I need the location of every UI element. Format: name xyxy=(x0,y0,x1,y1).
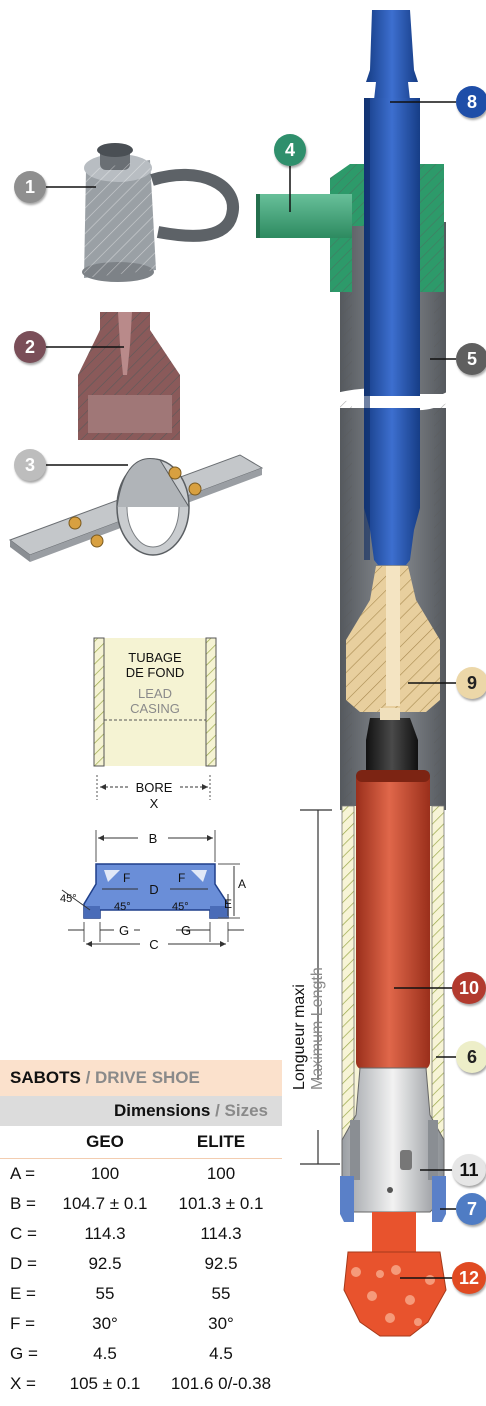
table-title-fr: SABOTS xyxy=(10,1068,81,1087)
geo-value: 4.5 xyxy=(93,1344,117,1363)
table-row: C = 114.3 114.3 xyxy=(0,1219,282,1249)
table-row: A = 100 100 xyxy=(0,1159,282,1189)
elite-value: 92.5 xyxy=(204,1254,238,1273)
sub-adapter xyxy=(346,566,440,712)
callout-3: 3 xyxy=(14,449,46,481)
table-header-row: GEO ELITE xyxy=(0,1126,282,1159)
dim-g-left-label: G xyxy=(119,923,129,938)
geo-value: 55 xyxy=(95,1284,115,1303)
dim-g-right-label: G xyxy=(181,923,191,938)
table-row: F = 30° 30° xyxy=(0,1309,282,1339)
callout-6: 6 xyxy=(456,1041,486,1073)
callout-12: 12 xyxy=(452,1262,486,1294)
dth-hammer xyxy=(356,770,430,1070)
length-label-fr: Longueur maxi xyxy=(291,984,308,1090)
drill-bit xyxy=(343,1212,447,1337)
casing-label-fr-line1: TUBAGE xyxy=(128,650,182,665)
table-row: D = 92.5 92.5 xyxy=(0,1249,282,1279)
callout-8: 8 xyxy=(456,86,486,118)
leader-lines xyxy=(289,101,456,1279)
casing-clamp-image xyxy=(8,454,264,562)
nozzle-section xyxy=(46,312,180,440)
max-length-dimension xyxy=(300,809,340,1165)
geo-value: 104.7 ± 0.1 xyxy=(62,1194,148,1213)
dim-f-right-label: F xyxy=(178,871,185,885)
row-label: C = xyxy=(10,1224,37,1243)
elite-value: 30° xyxy=(208,1314,234,1333)
bit-chuck xyxy=(341,1067,445,1213)
row-label: D = xyxy=(10,1254,37,1273)
elite-value: 101.6 0/-0.38 xyxy=(170,1374,272,1393)
casing-label-en-line2: CASING xyxy=(130,701,180,716)
angle-outer-label: 45° xyxy=(60,893,77,905)
table-row: B = 104.7 ± 0.1 101.3 ± 0.1 xyxy=(0,1189,282,1219)
callout-9: 9 xyxy=(456,667,486,699)
dim-b-label: B xyxy=(149,831,158,846)
geo-value: 114.3 xyxy=(84,1224,126,1243)
callout-7: 7 xyxy=(456,1193,486,1225)
bore-label: BORE xyxy=(136,780,173,795)
table-title-en: DRIVE SHOE xyxy=(95,1068,200,1087)
lead-casing-drawing xyxy=(93,637,217,800)
dim-a-label: A xyxy=(238,877,246,891)
row-label: X = xyxy=(10,1374,36,1393)
dim-d-label: D xyxy=(149,882,158,897)
table-title: SABOTS / DRIVE SHOE xyxy=(0,1060,282,1096)
dimensions-label-en: Sizes xyxy=(224,1101,268,1120)
casing-label-fr-line2: DE FOND xyxy=(126,665,185,680)
hammer-top-coupling xyxy=(366,708,418,770)
callout-11: 11 xyxy=(452,1154,486,1186)
geo-value: 30° xyxy=(92,1314,118,1333)
header-elite: ELITE xyxy=(196,1132,246,1151)
angle-inner-right-label: 45° xyxy=(172,901,189,913)
bore-x-label: X xyxy=(150,796,159,811)
dimensions-label-fr: Dimensions xyxy=(113,1101,211,1120)
callout-10: 10 xyxy=(452,972,486,1004)
drill-pipe xyxy=(364,10,420,565)
table-row: E = 55 55 xyxy=(0,1279,282,1309)
elite-value: 4.5 xyxy=(209,1344,233,1363)
row-label: A = xyxy=(10,1164,36,1183)
header-geo: GEO xyxy=(86,1132,124,1151)
row-label: E = xyxy=(10,1284,36,1303)
callout-4: 4 xyxy=(274,134,306,166)
drive-shoe-table: SABOTS / DRIVE SHOE Dimensions / Sizes G… xyxy=(0,1060,282,1399)
elite-value: 101.3 ± 0.1 xyxy=(178,1194,264,1213)
elite-value: 114.3 xyxy=(200,1224,242,1243)
elite-value: 100 xyxy=(206,1164,236,1183)
dim-c-label: C xyxy=(149,937,158,952)
length-label-en: Maximum Length xyxy=(309,967,326,1090)
table-row: X = 105 ± 0.1 101.6 0/-0.38 xyxy=(0,1369,282,1399)
row-label: F = xyxy=(10,1314,36,1333)
callout-1: 1 xyxy=(14,171,46,203)
table-dimensions-header: Dimensions / Sizes xyxy=(0,1096,282,1126)
callout-2: 2 xyxy=(14,331,46,363)
drive-shoe-drawing xyxy=(61,830,244,947)
callout-5: 5 xyxy=(456,343,486,375)
geo-value: 92.5 xyxy=(88,1254,122,1273)
table-row: G = 4.5 4.5 xyxy=(0,1339,282,1369)
lifting-cap-image xyxy=(46,143,239,282)
casing-drive-shoe xyxy=(340,1176,446,1222)
dim-f-left-label: F xyxy=(123,871,130,885)
geo-value: 105 ± 0.1 xyxy=(69,1374,141,1393)
header-empty xyxy=(0,1126,50,1158)
geo-value: 100 xyxy=(90,1164,120,1183)
dimensions-sep: / xyxy=(210,1101,225,1120)
elite-value: 55 xyxy=(211,1284,231,1303)
row-label: G = xyxy=(10,1344,38,1363)
casing-label-en-line1: LEAD xyxy=(138,686,172,701)
table-title-sep: / xyxy=(80,1068,96,1087)
row-label: B = xyxy=(10,1194,36,1213)
angle-inner-left-label: 45° xyxy=(114,901,131,913)
dim-e-label: E xyxy=(224,897,232,911)
